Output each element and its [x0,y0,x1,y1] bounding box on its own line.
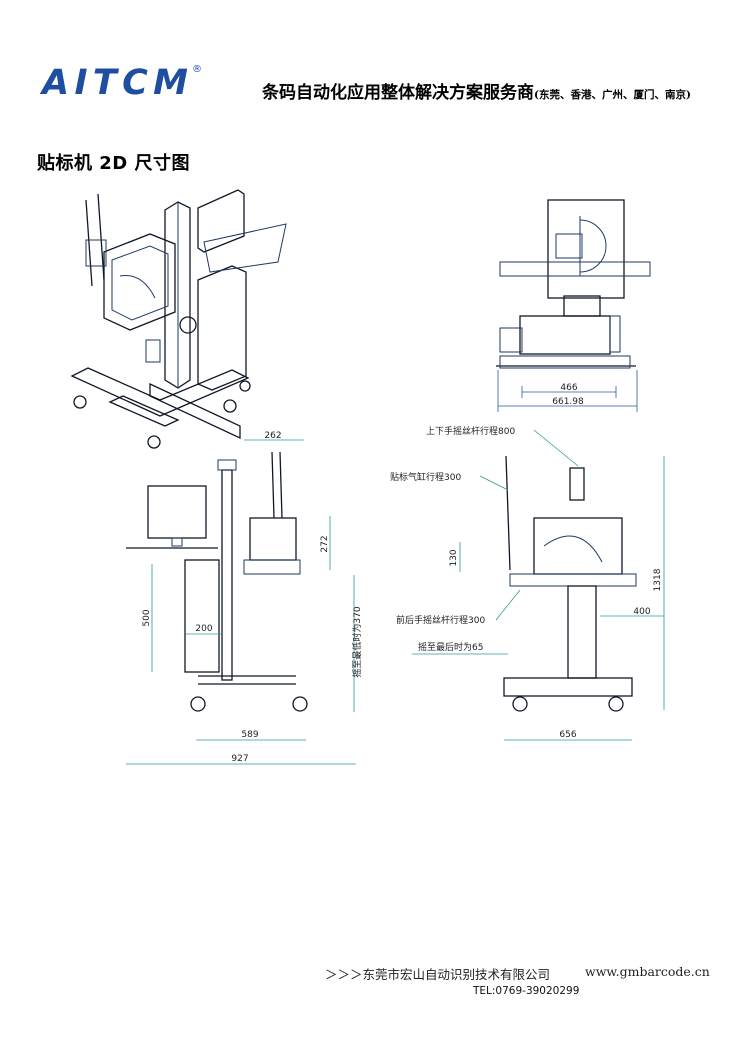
note-cylinder: 贴标气缸行程300 [390,471,461,483]
dim-661-98: 661.98 [552,397,584,407]
dimension-drawing: 466 661.98 262 272 500 200 摇至最低时为370 [70,189,665,765]
page-title: 贴标机 2D 尺寸图 [37,153,190,174]
dim-note-370: 摇至最低时为370 [351,606,363,677]
dim-262: 262 [264,431,281,441]
footer-website: www.gmbarcode.cn [585,964,710,979]
dim-589: 589 [241,730,258,740]
company-tagline: 条码自动化应用整体解决方案服务商(东莞、香港、广州、厦门、南京) [262,78,691,103]
isometric-view [70,189,287,449]
dim-130: 130 [449,549,459,566]
dim-1318: 1318 [653,568,663,591]
front-view: 上下手摇丝杆行程800 贴标气缸行程300 130 1318 400 前后手摇丝… [390,425,665,741]
tagline-main: 条码自动化应用整体解决方案服务商 [262,83,534,103]
dim-466: 466 [560,383,577,393]
dim-500: 500 [142,609,152,626]
footer-tel: TEL:0769-39020299 [473,985,580,997]
note-updown: 上下手摇丝杆行程800 [426,425,515,437]
dim-200: 200 [195,624,212,634]
tagline-cities: (东莞、香港、广州、厦门、南京) [534,89,691,101]
note-rear-min: 摇至最后时为65 [418,641,483,653]
svg-text:®: ® [192,64,202,75]
footer-company: ＞＞＞东莞市宏山自动识别技术有限公司 [325,967,551,982]
aitcm-logo: AITCM ® [40,63,202,103]
dim-927: 927 [231,754,248,764]
note-frontback: 前后手摇丝杆行程300 [396,614,485,626]
svg-text:AITCM: AITCM [40,63,190,103]
dim-272: 272 [320,535,330,552]
top-view: 466 661.98 [496,199,651,412]
dim-656: 656 [559,730,576,740]
dim-400: 400 [633,607,650,617]
side-view: 262 272 500 200 摇至最低时为370 589 927 [126,431,363,765]
